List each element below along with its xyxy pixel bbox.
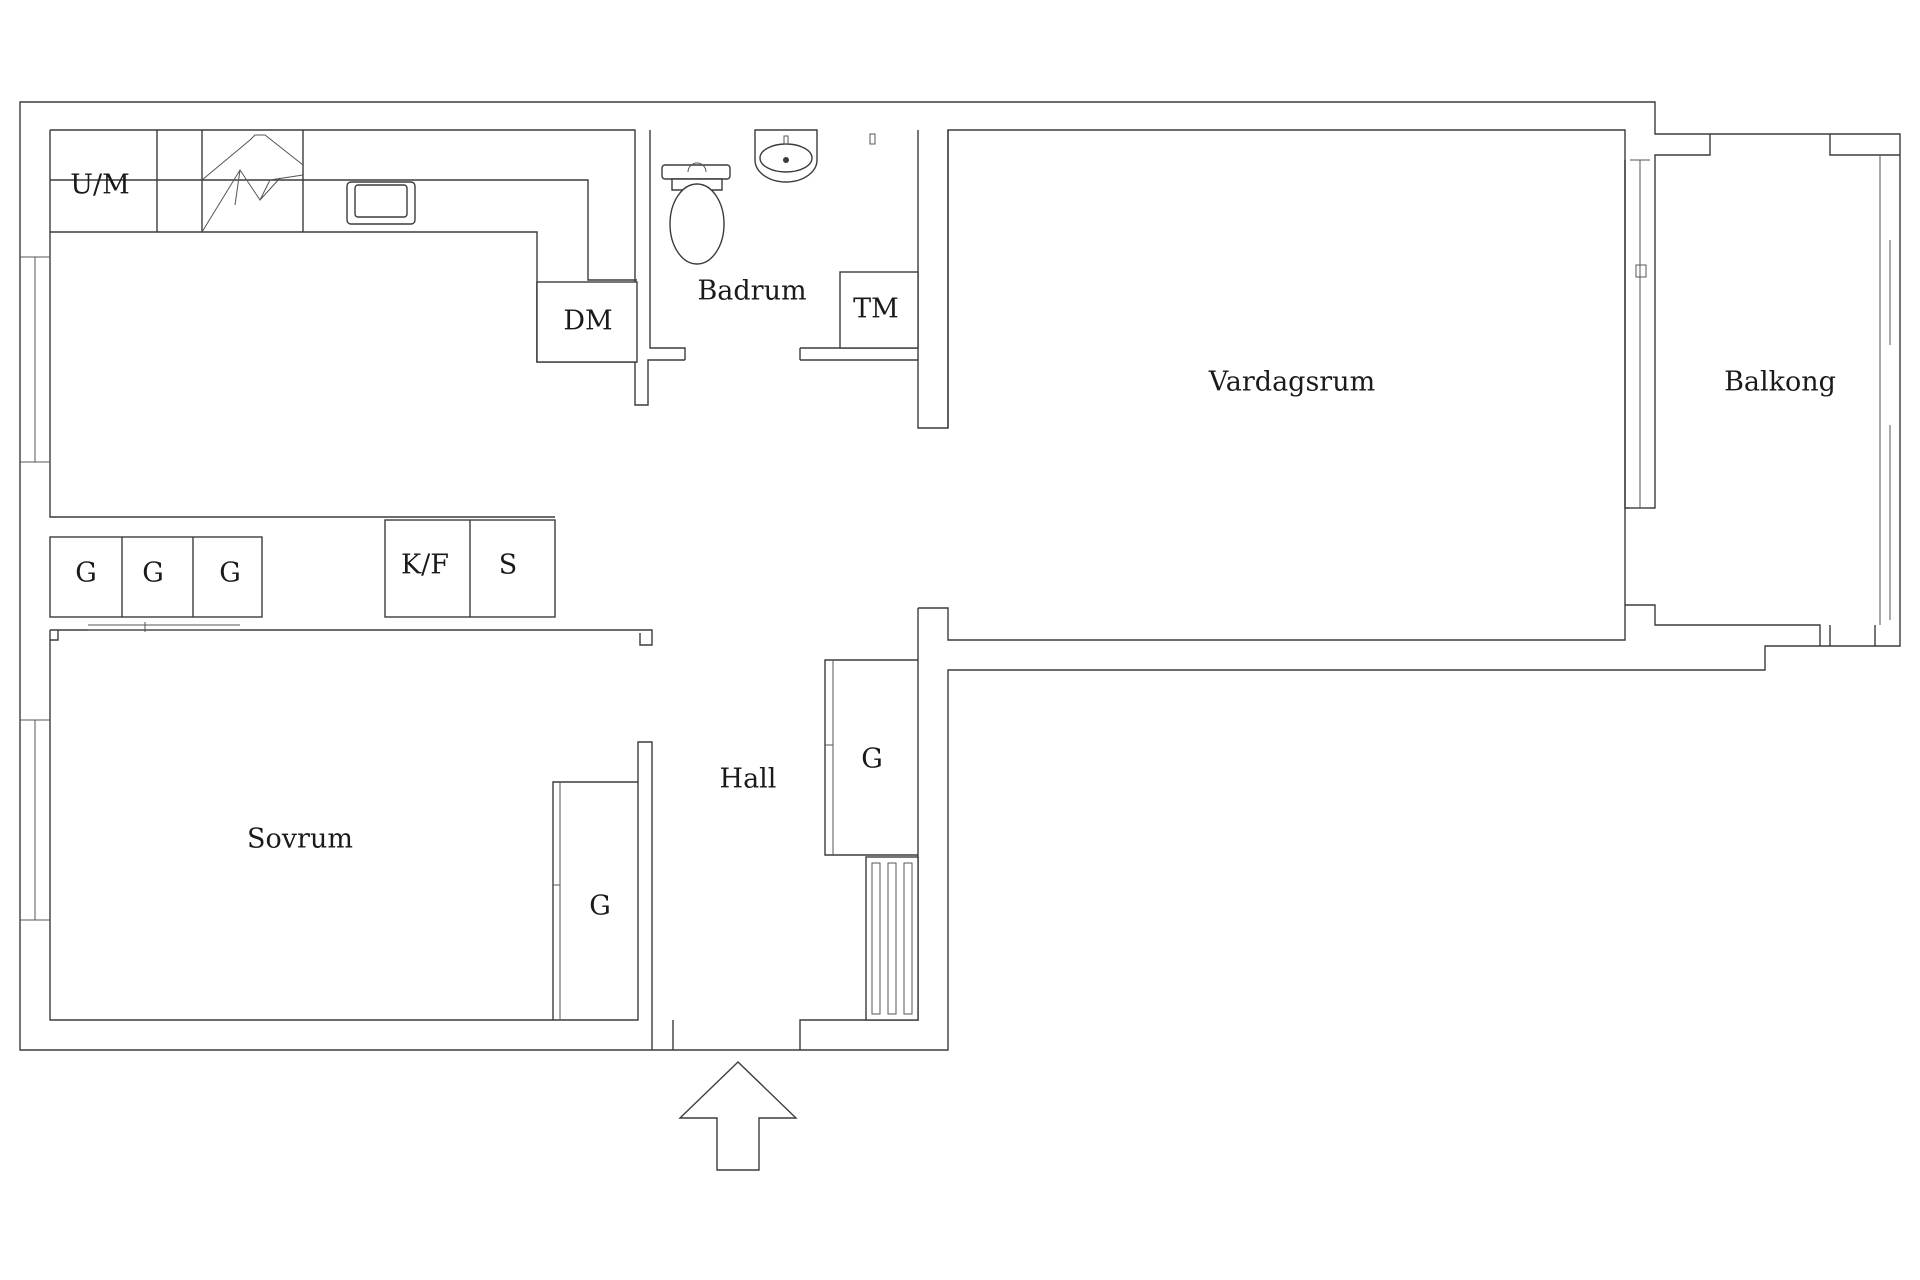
label-s: S — [499, 550, 518, 581]
shower-head-icon — [869, 133, 876, 145]
label-hall: Hall — [720, 764, 777, 795]
range-hood-icon — [201, 134, 304, 233]
washbasin-icon — [754, 129, 818, 183]
label-sovrum-wardrobe: G — [589, 891, 611, 922]
label-dm: DM — [563, 306, 612, 337]
radiator-icon — [865, 856, 919, 1021]
outer-walls — [19, 101, 1901, 1051]
label-tm: TM — [853, 294, 899, 325]
label-vardagsrum: Vardagsrum — [1208, 367, 1375, 398]
label-balkong: Balkong — [1724, 367, 1836, 398]
entrance-arrow-icon — [678, 1061, 798, 1171]
kitchen-sink-icon — [346, 181, 416, 225]
kitchen-wardrobes — [49, 519, 556, 632]
toilet-icon — [661, 162, 731, 265]
label-sovrum: Sovrum — [247, 824, 353, 855]
bedroom-wardrobe — [552, 781, 638, 1020]
label-um: U/M — [70, 170, 130, 201]
label-hall-wardrobe: G — [861, 744, 883, 775]
washing-machine — [839, 271, 919, 349]
hall-wardrobe — [824, 659, 918, 856]
label-badrum: Badrum — [697, 276, 806, 307]
label-wardrobe-3: G — [219, 558, 241, 589]
label-kf: K/F — [401, 550, 449, 581]
label-wardrobe-2: G — [142, 558, 164, 589]
dishwasher — [536, 281, 638, 363]
windows — [20, 155, 1891, 921]
label-wardrobe-1: G — [75, 558, 97, 589]
